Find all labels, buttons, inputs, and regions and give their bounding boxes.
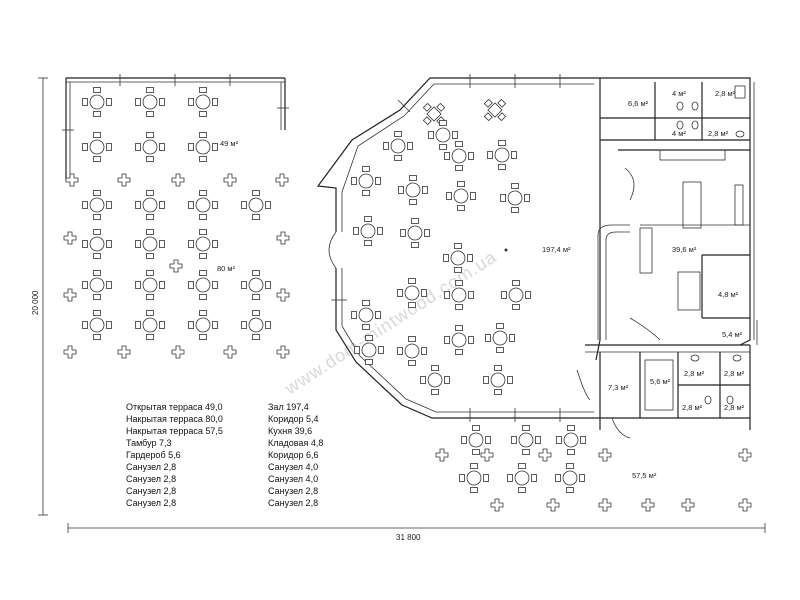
- area-legend-left: Открытая терраса 49,0 Накрытая терраса 8…: [126, 402, 223, 508]
- legend-left-item: Гардероб 5,6: [126, 450, 181, 460]
- area-wc-7: 2,8 м²: [682, 403, 703, 412]
- area-wc-2: 4 м²: [672, 129, 686, 138]
- area-open-terrace: 49 м²: [220, 139, 239, 148]
- area-storage: 4,8 м²: [718, 290, 739, 299]
- area-wc-1: 4 м²: [672, 89, 686, 98]
- area-corridor-a: 5,4 м²: [722, 330, 743, 339]
- legend-right-item: Санузел 4,0: [268, 462, 318, 472]
- width-dimension-label: 31 800: [396, 533, 421, 542]
- service-block: 6,6 м² 4 м² 2,8 м² 4 м² 2,8 м² 39,6 м² 4…: [597, 77, 758, 346]
- area-wc-5: 2,8 м²: [684, 369, 705, 378]
- legend-right-item: Кухня 39,6: [268, 426, 312, 436]
- area-wc-4: 2,8 м²: [708, 129, 729, 138]
- area-hall: 197,4 м²: [542, 245, 571, 254]
- legend-left-item: Санузел 2,8: [126, 498, 176, 508]
- area-wc-6: 2,8 м²: [724, 369, 745, 378]
- legend-right-item: Санузел 4,0: [268, 474, 318, 484]
- left-terrace: 49 м² 80 м²: [62, 74, 290, 359]
- legend-left-item: Накрытая терраса 80,0: [126, 414, 223, 424]
- hall: 197,4 м²: [316, 74, 601, 422]
- legend-right-item: Коридор 5,4: [268, 414, 319, 424]
- area-legend-right: Зал 197,4 Коридор 5,4 Кухня 39,6 Кладова…: [268, 402, 323, 508]
- area-wc-3: 2,8 м²: [715, 89, 736, 98]
- legend-right-item: Санузел 2,8: [268, 498, 318, 508]
- area-kitchen: 39,6 м²: [672, 245, 697, 254]
- height-dimension: 20 000: [31, 77, 48, 516]
- area-wc-8: 2,8 м²: [724, 403, 745, 412]
- legend-left-item: Накрытая терраса 57,5: [126, 426, 223, 436]
- legend-left-item: Санузел 2,8: [126, 486, 176, 496]
- bottom-terrace: 57,5 м²: [435, 425, 752, 512]
- area-vestibule: 7,3 м²: [608, 383, 629, 392]
- area-corridor-b: 6,6 м²: [628, 99, 649, 108]
- area-covered-terrace-left: 80 м²: [217, 264, 236, 273]
- lower-service-block: 7,3 м² 5,6 м² 2,8 м² 2,8 м² 2,8 м² 2,8 м…: [576, 344, 751, 439]
- watermark-text: www.dom-mintwood.com.ua: [280, 246, 500, 398]
- legend-right-item: Коридор 6,6: [268, 450, 319, 460]
- legend-right-item: Зал 197,4: [268, 402, 309, 412]
- width-dimension: 31 800: [67, 523, 766, 542]
- legend-left-item: Санузел 2,8: [126, 462, 176, 472]
- legend-left-item: Санузел 2,8: [126, 474, 176, 484]
- legend-right-item: Санузел 2,8: [268, 486, 318, 496]
- legend-left-item: Тамбур 7,3: [126, 438, 172, 448]
- height-dimension-label: 20 000: [31, 290, 40, 315]
- area-wardrobe: 5,6 м²: [650, 377, 671, 386]
- legend-right-item: Кладовая 4,8: [268, 438, 323, 448]
- legend-left-item: Открытая терраса 49,0: [126, 402, 223, 412]
- area-covered-terrace-bottom: 57,5 м²: [632, 471, 657, 480]
